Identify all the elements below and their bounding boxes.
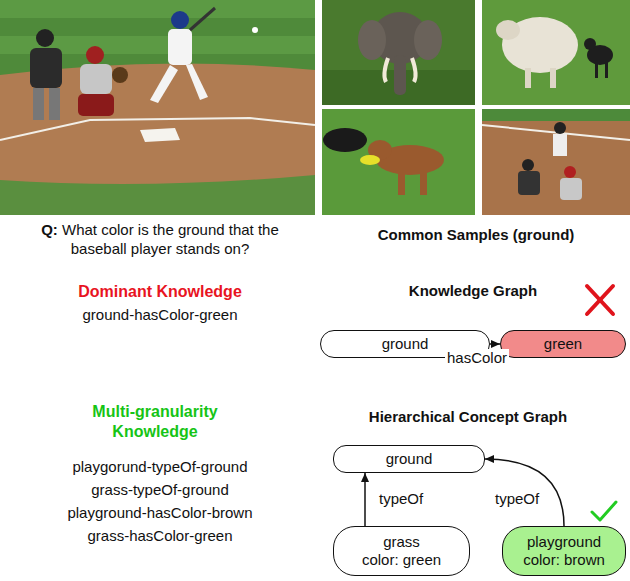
concept-node: playgroundcolor: brown	[502, 526, 626, 576]
section-title: Dominant Knowledge	[10, 282, 310, 302]
triple-text: ground-hasColor-green	[10, 306, 310, 325]
question-text: Q: What color is the ground that the bas…	[12, 221, 308, 259]
node-title: ground	[386, 450, 433, 468]
connector-arrow	[485, 459, 564, 526]
dog-photo	[322, 109, 475, 215]
triple-text: grass-hasColor-green	[10, 527, 310, 546]
baseball-photo	[482, 109, 630, 215]
node-title: green	[544, 335, 582, 353]
baseball-photo	[0, 0, 315, 215]
check-mark	[592, 502, 616, 520]
triple-text: playground-hasColor-brown	[10, 504, 310, 523]
panel-title: Common Samples (ground)	[322, 226, 630, 245]
edge-label: typeOf	[377, 490, 425, 508]
section-title: Multi-granularity Knowledge	[55, 402, 255, 442]
edge-label: hasColor	[445, 349, 509, 367]
edge-label: typeOf	[493, 490, 541, 508]
node-title: grass	[383, 533, 420, 551]
elephant-photo	[322, 0, 475, 105]
triple-text: grass-typeOf-ground	[10, 481, 310, 500]
node-title: playground	[527, 533, 601, 551]
triple-text: playgorund-typeOf-ground	[10, 458, 310, 477]
panel-title: Hierarchical Concept Graph	[358, 408, 578, 427]
connector-arrow	[490, 343, 500, 345]
photo-panel	[0, 0, 630, 216]
panel-title: Knowledge Graph	[373, 282, 573, 301]
cross-mark	[587, 286, 613, 314]
question-body: What color is the ground that the baseba…	[62, 221, 279, 257]
node-attribute: color: green	[362, 551, 441, 569]
concept-node: grasscolor: green	[333, 526, 470, 576]
concept-node: green	[500, 330, 626, 358]
sheep-photo	[482, 0, 630, 105]
question-prefix: Q:	[41, 221, 58, 238]
connector-arrow	[364, 473, 366, 526]
node-title: ground	[382, 335, 429, 353]
concept-node: ground	[333, 445, 485, 473]
node-attribute: color: brown	[523, 551, 605, 569]
